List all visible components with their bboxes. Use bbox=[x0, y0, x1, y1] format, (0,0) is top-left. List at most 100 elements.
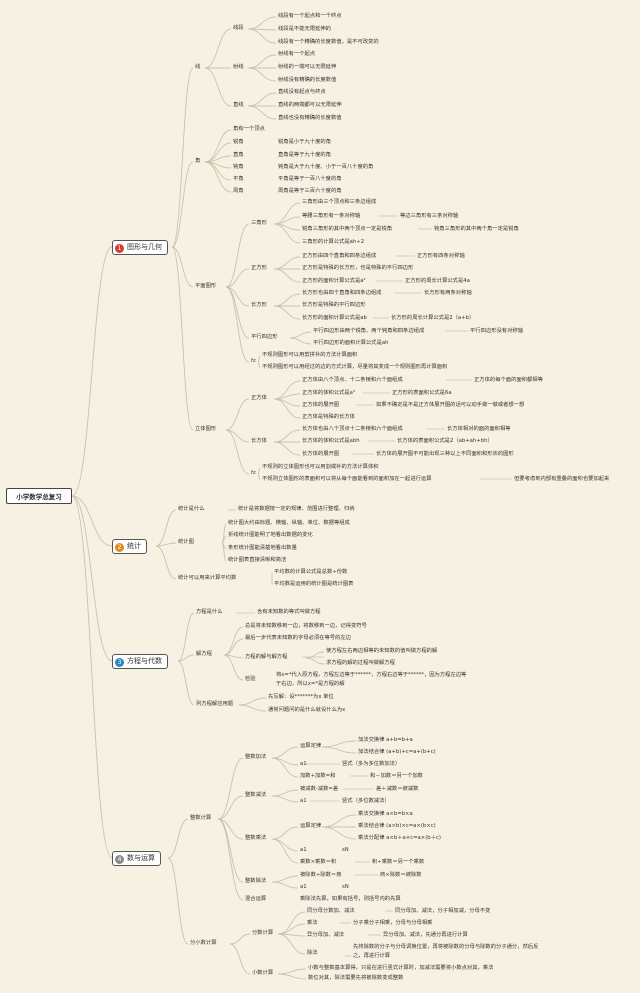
number-badge-4: 4 bbox=[115, 855, 124, 864]
connector bbox=[257, 355, 261, 363]
node-what-is-statistics[interactable]: 统计是什么 bbox=[178, 506, 205, 512]
node-check[interactable]: 检验 bbox=[245, 676, 256, 682]
node-obtuse[interactable]: 钝角 bbox=[233, 164, 244, 170]
node-segment[interactable]: 线段 bbox=[233, 25, 244, 31]
branch-connector bbox=[171, 246, 194, 431]
node-triangle[interactable]: 三角形 bbox=[251, 220, 267, 226]
connector bbox=[217, 818, 244, 901]
leaf: 先写解：设*******为x 单位 bbox=[268, 694, 334, 700]
connector bbox=[229, 943, 251, 975]
node-int-mul[interactable]: 整数乘法 bbox=[245, 835, 267, 841]
branch-label: 方程与代数 bbox=[127, 657, 162, 665]
node-acute[interactable]: 锐角 bbox=[233, 139, 244, 145]
leaf: 被减数-减数=差 bbox=[300, 786, 339, 792]
node-solve-equation[interactable]: 解方程 bbox=[196, 651, 212, 657]
node-decimal[interactable]: 小数计算 bbox=[252, 970, 274, 976]
node-right[interactable]: 直角 bbox=[233, 152, 244, 158]
leaf: 长方形有两条对称轴 bbox=[424, 290, 472, 296]
connector bbox=[277, 911, 306, 935]
root-node[interactable]: 小学数学总复习 bbox=[6, 488, 72, 504]
leaf: 统计图表直接清晰和简洁 bbox=[228, 557, 287, 563]
node-int-sub[interactable]: 整数减法 bbox=[245, 792, 267, 798]
connector bbox=[277, 933, 306, 955]
connector bbox=[204, 129, 232, 163]
root-connector bbox=[71, 495, 113, 859]
leaf: 条形统计图能清楚地看出数量 bbox=[228, 545, 297, 551]
branch-connector bbox=[177, 660, 195, 706]
leaf: 正方形的周长计算公式是4a bbox=[405, 278, 470, 284]
connector bbox=[321, 814, 357, 828]
node-plane-figures[interactable]: 平面图形 bbox=[195, 283, 217, 289]
branch-connector bbox=[155, 545, 177, 580]
leaf: 最后一步代表未知数的字母必须在等号的左边 bbox=[245, 635, 351, 641]
connector bbox=[277, 923, 306, 935]
node-parallelogram[interactable]: 平行四边形 bbox=[251, 334, 278, 340]
connector bbox=[277, 973, 307, 980]
connector bbox=[247, 67, 277, 82]
node-straight[interactable]: 平角 bbox=[233, 176, 244, 182]
branch-connector bbox=[155, 509, 177, 547]
node-angle[interactable]: 角 bbox=[195, 158, 201, 164]
node-law[interactable]: 运算定律 bbox=[300, 823, 322, 829]
leaf: 线段有一个精确的长度数值，是不可改变的 bbox=[278, 39, 379, 45]
node-cube[interactable]: 正方体 bbox=[251, 395, 267, 401]
node-ray[interactable]: 射线 bbox=[233, 64, 244, 70]
node-line[interactable]: 线 bbox=[195, 64, 201, 70]
node-fraction-decimal[interactable]: 分小数计算 bbox=[190, 940, 217, 946]
node-law[interactable]: 运算定律 bbox=[300, 743, 322, 749]
leaf: 竖式（多为多位数加法） bbox=[342, 761, 401, 767]
leaf: 数位对其，除法需要先将被除数变成整数 bbox=[308, 975, 404, 981]
node-int-div[interactable]: 整数除法 bbox=[245, 878, 267, 884]
connector bbox=[271, 826, 299, 840]
connector bbox=[225, 398, 250, 431]
leaf: 直线没有起点与终点 bbox=[278, 89, 326, 95]
node-stat-chart[interactable]: 统计图 bbox=[178, 539, 194, 545]
leaf: 长方体也由八个顶点十二条棱和六个面组成 bbox=[302, 426, 403, 432]
node-cuboid[interactable]: 长方体 bbox=[251, 438, 267, 444]
node-mixed[interactable]: 混合运算 bbox=[245, 896, 267, 902]
leaf: 平行四边形的面积计算公式是ah bbox=[313, 340, 389, 346]
leaf: 平角是等于一百八十度的角 bbox=[278, 176, 342, 182]
node-rectangle[interactable]: 长方形 bbox=[251, 302, 267, 308]
leaf: sN bbox=[342, 884, 349, 890]
node-solution[interactable]: 方程的解与解方程 bbox=[245, 654, 288, 660]
leaf: 长方形是特殊的平行四边形 bbox=[302, 302, 366, 308]
connector bbox=[247, 28, 277, 44]
connector bbox=[289, 337, 312, 345]
number-badge-3: 3 bbox=[115, 658, 124, 667]
leaf: a1 bbox=[300, 847, 307, 853]
leaf: 求方程的解的过程叫做解方程 bbox=[326, 660, 395, 666]
leaf: 正方形的表面积公式是6a bbox=[392, 390, 452, 396]
leaf: 正方形的面积计算公式是a² bbox=[302, 278, 366, 284]
node-what-is-equation[interactable]: 方程是什么 bbox=[196, 609, 223, 615]
connector bbox=[204, 28, 232, 69]
leaf: 长方形也由四个直角和四条边组成 bbox=[302, 290, 382, 296]
node-full[interactable]: 周角 bbox=[233, 188, 244, 194]
connector bbox=[273, 441, 301, 456]
connector bbox=[238, 704, 267, 712]
leaf: 正方形由四个直角和四条边组成 bbox=[302, 253, 377, 259]
node-square[interactable]: 正方形 bbox=[251, 265, 267, 271]
leaf: 线段有一个起点和一个终点 bbox=[278, 13, 342, 19]
branch-label: 数与运算 bbox=[127, 854, 155, 862]
leaf: 加法结合律 (a+b)+c=a+(b+c) bbox=[358, 749, 436, 755]
node-straight-line[interactable]: 直线 bbox=[233, 102, 244, 108]
node-solid-figures[interactable]: 立体图形 bbox=[195, 426, 217, 432]
leaf: 将x=*代入原方程，方程左边等于******，方程右边等于******，因为方程… bbox=[276, 672, 467, 678]
leaf: 乘法分配律 a×b＋a×c=a×(b＋c) bbox=[358, 835, 441, 841]
node-word-problem[interactable]: 列方程解应用题 bbox=[196, 701, 234, 707]
leaf: 正方形是特殊的长方形，也是特殊的平行四边形 bbox=[302, 265, 414, 271]
node-irregular-plane[interactable]: fz bbox=[251, 358, 256, 364]
node-fraction[interactable]: 分数计算 bbox=[252, 930, 274, 936]
node-int-add[interactable]: 整数加法 bbox=[245, 754, 267, 760]
node-integer-calc[interactable]: 整数计算 bbox=[190, 815, 212, 821]
node-irregular-solid[interactable]: fz bbox=[251, 470, 256, 476]
connector bbox=[223, 638, 244, 656]
node-average[interactable]: 统计可以用来计算平均数 bbox=[178, 575, 237, 581]
leaf: 但要考虑到内部有重叠的面积也要加起来 bbox=[514, 476, 610, 482]
